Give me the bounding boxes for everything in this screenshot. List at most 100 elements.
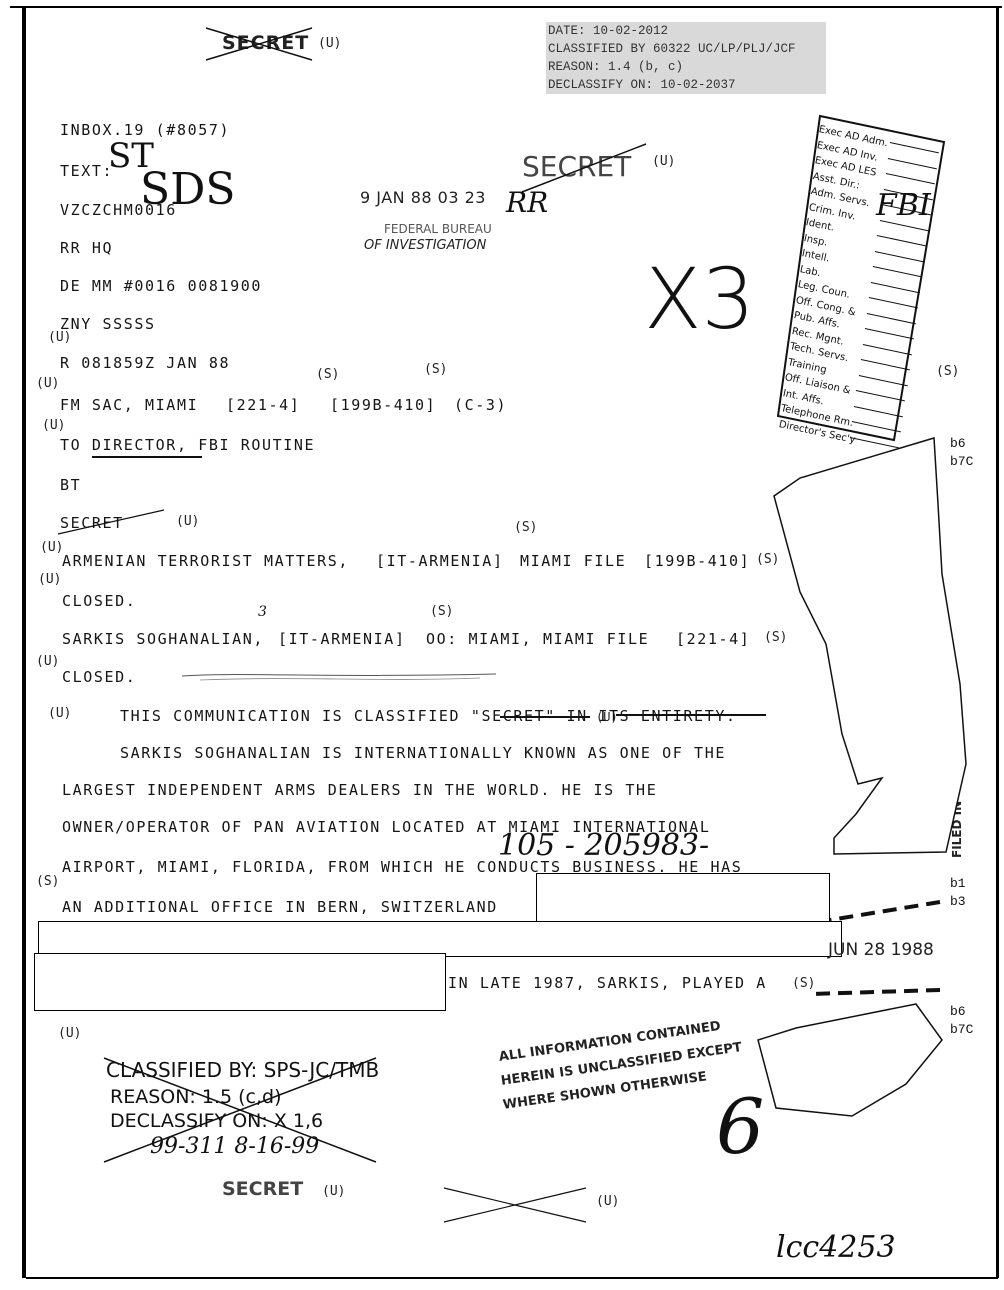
r-line: R 081859Z JAN 88: [60, 354, 231, 372]
body-strike-1: [500, 716, 590, 718]
received-date-stamp: 9 JAN 88 03 23: [360, 188, 486, 207]
handwritten-three: 3: [258, 604, 267, 620]
marker-s-subj1: (S): [514, 520, 538, 535]
secret-line: SECRET: [60, 514, 124, 532]
secret-stamp-mid: SECRET: [522, 150, 632, 183]
fm-file-221: [221-4]: [226, 396, 301, 414]
redaction-box-1: [536, 873, 830, 923]
marker-s-body: (S): [36, 874, 60, 889]
secret-stamp-bottom: SECRET: [222, 1178, 304, 1200]
exemption-b1-mid: b1: [950, 876, 966, 891]
subject-line-1b: [IT-ARMENIA]: [376, 552, 504, 570]
body-line-4: AIRPORT, MIAMI, FLORIDA, FROM WHICH HE C…: [62, 858, 743, 876]
bt-line: BT: [60, 476, 82, 494]
marker-u-body: (U): [48, 706, 72, 721]
marker-s-fm2: (S): [424, 362, 448, 377]
subject-line-1c: MIAMI FILE: [520, 552, 627, 570]
exemption-b7c-top: b7C: [950, 454, 974, 469]
bottom-cross-stamp: [443, 1187, 587, 1223]
handwritten-sds: SDS: [140, 164, 236, 215]
declass-on: DECLASSIFY ON: 10-02-2037: [548, 78, 736, 92]
fm-file-199b: [199B-410]: [330, 396, 437, 414]
page-top-edge: [10, 6, 1002, 8]
filed-dash-line: [809, 900, 941, 996]
marker-u-bottom2: (U): [596, 1194, 620, 1209]
marker-u-r: (U): [36, 376, 60, 391]
declassify-stamp: DECLASSIFY ON: X 1,6: [110, 1110, 324, 1132]
body-para-1: THIS COMMUNICATION IS CLASSIFIED "SECRET…: [120, 707, 737, 725]
classified-stamp-cross: [103, 1057, 377, 1163]
subject-line-4: CLOSED.: [62, 668, 137, 686]
marker-u-zny: (U): [48, 330, 72, 345]
redaction-box-2: [38, 921, 842, 957]
marker-u-body-mid: (U): [596, 710, 618, 724]
marker-u-received: (U): [652, 154, 676, 169]
routing-slip-frame: [776, 114, 946, 442]
marker-u-subj2: (U): [38, 572, 62, 587]
marker-u-classified: (U): [58, 1026, 82, 1041]
body-line-2: LARGEST INDEPENDENT ARMS DEALERS IN THE …: [62, 781, 658, 799]
subject-line-3a: SARKIS SOGHANALIAN,: [62, 630, 264, 648]
declass-date: DATE: 10-02-2012: [548, 24, 669, 38]
secret-mid-cross: [521, 143, 647, 193]
exemption-b3-mid: b3: [950, 894, 966, 909]
body-line-3: OWNER/OPERATOR OF PAN AVIATION LOCATED A…: [62, 818, 711, 836]
marker-s-subj3: (S): [430, 604, 454, 619]
zny-line: ZNY SSSSS: [60, 315, 156, 333]
inbox-line: INBOX.19 (#8057): [60, 121, 231, 139]
marker-u-top: (U): [318, 36, 342, 51]
body-line-5: AN ADDITIONAL OFFICE IN BERN, SWITZERLAN…: [62, 898, 498, 916]
de-line: DE MM #0016 0081900: [60, 277, 262, 295]
page-left-edge: [22, 8, 26, 1278]
reason-stamp: REASON: 1.5 (c,d): [110, 1086, 282, 1108]
handwritten-st: ST: [108, 136, 154, 176]
marker-u-subj4: (U): [36, 654, 60, 669]
redaction-blob-large: [773, 437, 967, 855]
marker-s-right: (S): [936, 364, 960, 379]
received-investigation: OF INVESTIGATION: [364, 238, 487, 253]
handwritten-serial: lcc4253: [776, 1230, 896, 1265]
declass-reason: REASON: 1.4 (b, c): [548, 60, 684, 74]
subject-line-3d: [221-4]: [676, 630, 751, 648]
marker-s-filed: (S): [792, 976, 816, 991]
to-underline: [92, 456, 202, 458]
secret-line-cross: [57, 509, 165, 535]
classified-by-stamp: CLASSIFIED BY: SPS-JC/TMB: [106, 1058, 380, 1082]
handwritten-file-number: 105 - 205983-: [498, 828, 710, 863]
handwritten-rr: RR: [506, 186, 549, 219]
subject-line-1d: [199B-410]: [644, 552, 751, 570]
subject-line-3c: OO: MIAMI, MIAMI FILE: [426, 630, 650, 648]
date-line-stamp: 99-311 8-16-99: [150, 1134, 320, 1159]
fm-line: FM SAC, MIAMI: [60, 396, 199, 414]
filed-date-stamp: JUN 28 1988: [828, 940, 934, 960]
redaction-box-3: [34, 953, 446, 1011]
handwritten-x3: X3: [644, 250, 755, 348]
declass-classified-by: CLASSIFIED BY 60322 UC/LP/PLJ/JCF: [548, 42, 796, 56]
redaction-blob-small: [757, 1003, 943, 1117]
marker-u-bottom: (U): [322, 1184, 346, 1199]
marker-u-secret: (U): [176, 514, 200, 529]
received-bureau: FEDERAL BUREAU: [384, 222, 492, 236]
marker-s-subj1b: (S): [756, 552, 780, 567]
body-line-6: IN LATE 1987, SARKIS, PLAYED A: [448, 974, 767, 992]
marker-s-fm1: (S): [316, 367, 340, 382]
secret-top-cross: [205, 27, 313, 61]
to-line: TO DIRECTOR, FBI ROUTINE: [60, 436, 316, 454]
handwritten-six: 6: [716, 1082, 765, 1171]
subject-line-1a: ARMENIAN TERRORIST MATTERS,: [62, 552, 350, 570]
page-right-edge: [996, 8, 999, 1278]
declassification-box: DATE: 10-02-2012 CLASSIFIED BY 60322 UC/…: [546, 22, 826, 94]
routing-code-line: VZCZCHM0016: [60, 201, 177, 219]
body-strike-2: [616, 714, 766, 716]
subject-scribble-lines: [181, 673, 497, 681]
marker-u-fm: (U): [42, 418, 66, 433]
exemption-b6-top: b6: [950, 436, 966, 451]
exemption-b6-bottom: b6: [950, 1004, 966, 1019]
marker-u-subj1: (U): [40, 540, 64, 555]
fm-c3: (C-3): [454, 396, 508, 414]
rr-line: RR HQ: [60, 239, 114, 257]
subject-line-2: CLOSED.: [62, 592, 137, 610]
text-label: TEXT:: [60, 162, 114, 180]
